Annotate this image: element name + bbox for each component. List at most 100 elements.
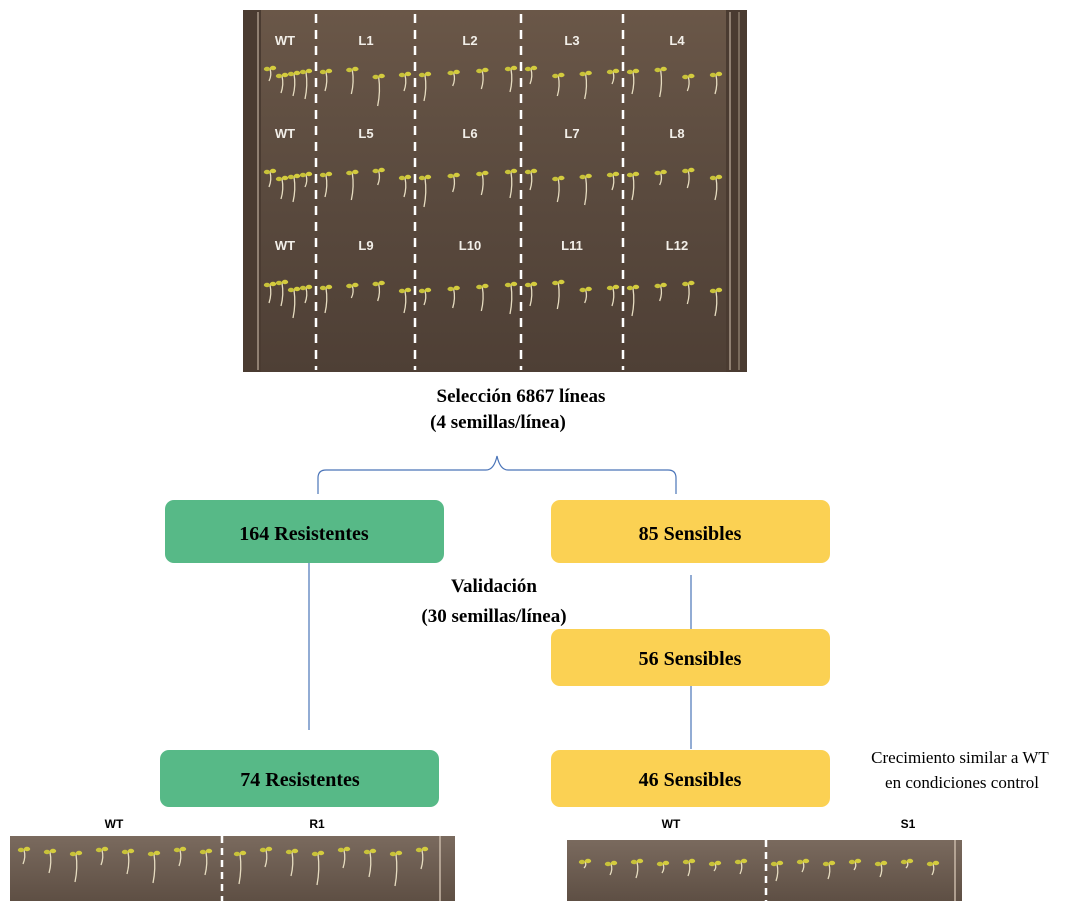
top-seedling-10-stem <box>452 72 456 87</box>
br-seedling-6-leaf-left <box>708 861 716 867</box>
top-seedling-49-leaf-left <box>418 288 426 294</box>
box-85-sensibles: 85 Sensibles <box>551 500 830 563</box>
br-seedling-7-stem <box>739 861 743 875</box>
top-seedling-34-leaf-left <box>552 176 559 182</box>
top-seedling-36-leaf-right <box>612 171 620 177</box>
bl-seedling-14-leaf-left <box>363 849 371 855</box>
bl-seedling-12-leaf-right <box>317 850 325 856</box>
br-seedling-8-leaf-left <box>770 861 778 867</box>
top-seedling-13-stem <box>529 68 533 85</box>
top-seedling-18-stem <box>659 69 663 98</box>
top-seedling-20-leaf-left <box>709 72 717 78</box>
top-seedling-40-leaf-left <box>709 175 717 181</box>
bl-seedling-11 <box>285 848 299 877</box>
bl-seedling-2-leaf-right <box>49 848 57 854</box>
top-seedling-6-stem <box>350 69 354 95</box>
br-seedling-5 <box>682 858 696 877</box>
bl-seedling-2-leaf-left <box>43 849 51 855</box>
top-seedling-35-stem <box>584 176 588 206</box>
top-seedling-26 <box>346 169 359 201</box>
top-seedling-44 <box>299 284 313 304</box>
top-seedling-50 <box>447 285 460 309</box>
top-row-2-label-5: L8 <box>669 126 684 141</box>
top-plate-background <box>243 10 747 372</box>
top-seedling-11-leaf-left <box>476 68 483 74</box>
top-seedling-27-leaf-right <box>378 167 385 173</box>
br-seedling-14-leaf-left <box>926 861 934 867</box>
top-seedling-22-leaf-left <box>275 176 283 182</box>
top-seedling-15-stem <box>584 73 588 100</box>
top-seedling-39-stem <box>686 170 690 189</box>
top-seedling-56-leaf-left <box>606 285 614 291</box>
br-seedling-6-stem <box>713 863 717 872</box>
br-seedling-13-stem <box>905 861 909 869</box>
br-seedling-5-leaf-right <box>688 858 696 864</box>
br-seedling-12 <box>874 860 888 878</box>
top-seedling-45-leaf-right <box>325 284 333 290</box>
top-seedling-44-leaf-right <box>305 284 313 290</box>
top-plate-frame-left <box>243 10 261 372</box>
top-seedling-13 <box>524 65 538 85</box>
bl-seedling-7-leaf-left <box>173 847 181 853</box>
top-seedling-55-leaf-right <box>585 286 592 292</box>
br-seedling-2-leaf-right <box>610 860 618 866</box>
top-row-1-label-2: L1 <box>358 33 373 48</box>
bl-seedling-3 <box>69 850 83 883</box>
top-seedling-33-leaf-left <box>524 169 532 175</box>
br-seedling-8 <box>770 860 784 882</box>
top-seedling-12 <box>504 65 518 93</box>
bl-seedling-1 <box>17 846 31 865</box>
br-seedling-3-stem <box>635 861 639 879</box>
bl-seedling-12 <box>311 850 325 886</box>
bl-seedling-13 <box>337 846 351 869</box>
top-seedling-45-leaf-left <box>319 285 327 291</box>
top-seedling-31-leaf-right <box>482 170 489 176</box>
bl-seedling-12-leaf-left <box>311 851 319 857</box>
top-seedling-15 <box>579 70 592 100</box>
br-seedling-12-stem <box>879 863 883 878</box>
box-56-sensibles: 56 Sensibles <box>551 629 830 686</box>
top-seedling-12-stem <box>509 68 513 93</box>
br-seedling-11-leaf-right <box>854 858 862 864</box>
top-seedling-5-leaf-left <box>319 69 327 75</box>
top-seedling-11-stem <box>480 70 484 90</box>
bl-seedling-3-leaf-left <box>69 851 77 857</box>
top-seedling-14-stem <box>556 75 560 97</box>
top-seedling-26-leaf-right <box>352 169 359 175</box>
top-seedling-53-leaf-left <box>524 282 532 288</box>
top-seedling-56 <box>606 284 620 307</box>
selection-subtitle: (4 semillas/línea) <box>430 412 566 433</box>
top-seedling-17-leaf-right <box>632 68 640 74</box>
bl-seedling-2 <box>43 848 57 874</box>
top-seedling-41-leaf-right <box>269 281 277 287</box>
top-row-2-label-2: L5 <box>358 126 373 141</box>
top-seedling-51-leaf-right <box>482 283 489 289</box>
top-seedling-16-leaf-right <box>612 68 620 74</box>
top-seedling-51 <box>476 283 489 312</box>
top-seedling-54-leaf-left <box>552 280 559 286</box>
top-seedling-58-leaf-right <box>660 282 667 288</box>
top-seedling-28 <box>398 174 412 198</box>
top-seedling-52-stem <box>509 284 513 315</box>
top-seedling-46-leaf-left <box>346 283 353 289</box>
bl-seedling-11-leaf-left <box>285 849 293 855</box>
top-seedling-9-leaf-right <box>424 71 432 77</box>
box-sensitive-2 <box>551 629 830 686</box>
top-seedling-43-stem <box>292 289 296 319</box>
top-seedling-54-leaf-right <box>558 279 565 285</box>
top-seedling-34-leaf-right <box>558 175 565 181</box>
top-seedling-14-leaf-left <box>552 73 559 79</box>
top-seedling-42-stem <box>280 282 284 307</box>
top-seedling-39-leaf-left <box>682 168 689 174</box>
bl-seedling-16-leaf-left <box>415 847 423 853</box>
bl-seedling-10-leaf-left <box>259 847 267 853</box>
top-seedling-40 <box>709 174 723 201</box>
top-seedling-60-leaf-left <box>709 288 717 294</box>
bottom-left-label-r1: R1 <box>309 817 325 831</box>
top-seedling-29 <box>418 174 432 208</box>
top-seedling-14-leaf-right <box>558 72 565 78</box>
br-seedling-13-leaf-right <box>906 858 914 864</box>
top-seedling-42-leaf-right <box>281 279 289 285</box>
bl-seedling-3-leaf-right <box>75 850 83 856</box>
top-seedling-16-stem <box>611 71 615 85</box>
